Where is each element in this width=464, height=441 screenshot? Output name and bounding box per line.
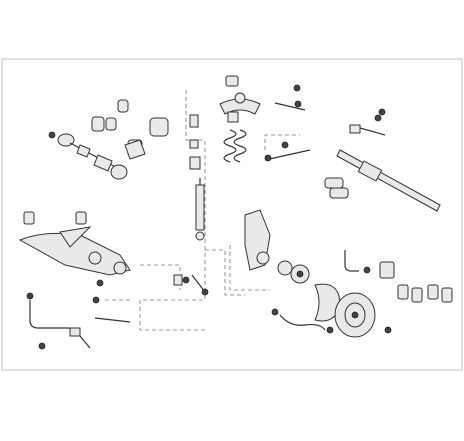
drive-shaft-left (48, 131, 128, 180)
brake-disc (334, 292, 376, 338)
abs-sensor (271, 250, 392, 334)
tie-rod (264, 141, 311, 162)
fasteners (96, 274, 209, 296)
upper-control-arm (219, 75, 306, 123)
cv-boot-set (91, 99, 169, 160)
wheel-hub (277, 260, 310, 284)
shock-absorber (195, 178, 205, 241)
coil-spring (189, 114, 247, 170)
brake-pads (363, 261, 453, 303)
lower-control-arm (18, 211, 131, 276)
stabilizer-bar (26, 292, 131, 350)
steering-rack (324, 108, 441, 212)
brake-shield (314, 283, 341, 322)
steering-knuckle (244, 209, 271, 271)
